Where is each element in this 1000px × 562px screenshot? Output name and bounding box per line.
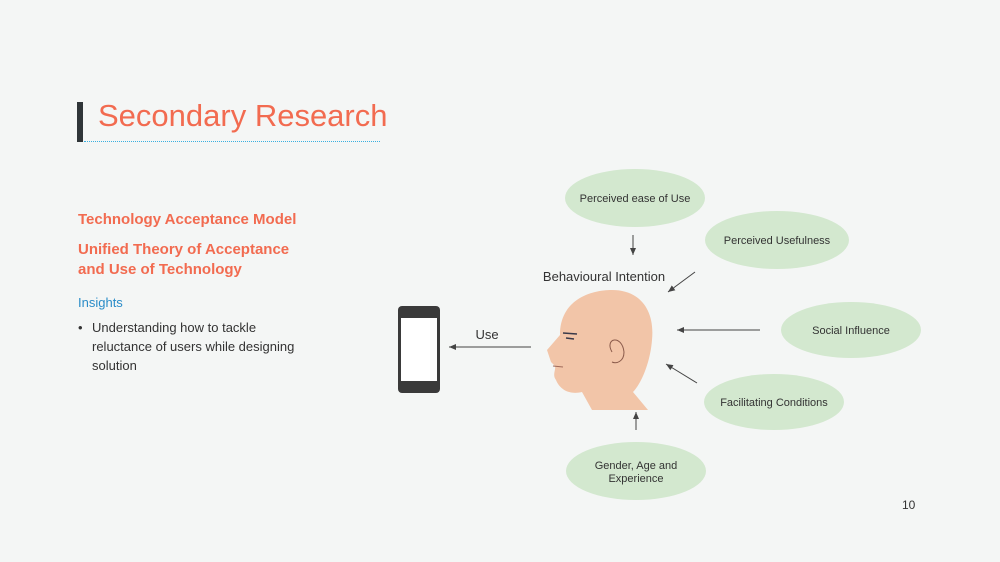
factor-experience: Experience (608, 473, 663, 485)
title-accent-bar (77, 102, 83, 142)
ellipse-facilitating (704, 374, 844, 430)
page-title: Secondary Research (98, 98, 388, 133)
page-number: 10 (902, 498, 916, 512)
title-underline (84, 141, 380, 142)
heading-tam: Technology Acceptance Model (78, 211, 297, 228)
center-label: Behavioural Intention (543, 269, 665, 284)
factor-social: Social Influence (812, 325, 890, 337)
ellipse-gender (566, 442, 706, 500)
ellipse-usefulness (705, 211, 849, 269)
factor-gender: Gender, Age and (595, 460, 678, 472)
head-illustration (547, 290, 653, 410)
insights-label: Insights (78, 295, 123, 310)
phone-icon (398, 306, 440, 393)
factor-facilitating: Facilitating Conditions (720, 397, 828, 409)
ellipse-ease (565, 169, 705, 227)
heading-utaut: Unified Theory of Acceptance and Use of … (78, 241, 290, 278)
arrow-usefulness (667, 271, 696, 293)
insight-bullet: •Understanding how to tackle reluctance … (78, 318, 318, 375)
factor-ease: Perceived ease of Use (580, 193, 691, 205)
ellipse-social (781, 302, 921, 358)
arrow-facilitating (665, 363, 698, 384)
insight-text: Understanding how to tackle reluctance o… (92, 320, 295, 373)
factor-usefulness: Perceived Usefulness (724, 235, 831, 247)
use-label: Use (475, 327, 498, 342)
